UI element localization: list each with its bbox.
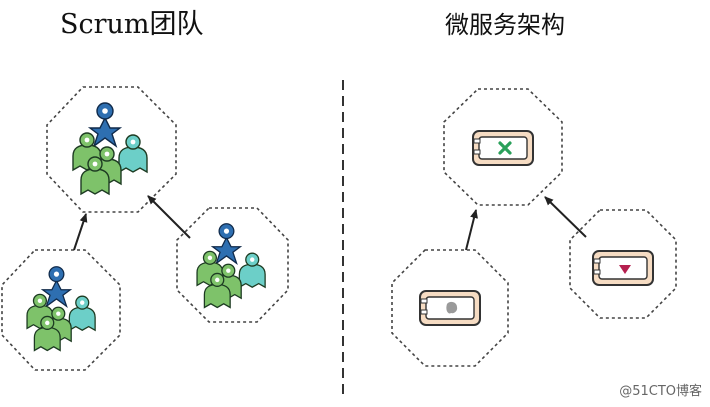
scrum-team-title: Scrum团队: [60, 9, 204, 40]
blue-person-icon: [210, 223, 243, 266]
watermark: @51CTO博客: [619, 384, 702, 399]
x-mark-icon: [498, 141, 512, 155]
teal-person-icon: [238, 252, 266, 289]
teal-person-icon: [118, 134, 148, 174]
arrow-bottom-left-to-top-team: [73, 213, 88, 251]
teal-person-icon: [68, 295, 96, 332]
arrow-bottom-left-to-top-service: [465, 209, 478, 251]
octagon-bottom-left-team: [1, 249, 121, 371]
green-person-icon: [80, 156, 110, 196]
arrow-bottom-right-to-top-service: [544, 196, 587, 238]
octagon-top-service: [443, 88, 563, 206]
service-component-bottom-right: [592, 250, 654, 286]
octagon-bottom-left-service: [391, 249, 509, 367]
green-person-icon: [203, 272, 231, 309]
octagon-bottom-right-service: [569, 209, 677, 319]
microservice-architecture-title: 微服务架构: [445, 11, 565, 39]
green-person-icon: [33, 315, 61, 352]
octagon-top-team: [46, 86, 177, 213]
heart-icon: [619, 265, 631, 274]
octagon-bottom-right-team: [176, 207, 289, 323]
team-group-bottom-left: [26, 266, 96, 352]
blue-person-icon: [87, 102, 123, 148]
blue-person-icon: [40, 266, 73, 309]
team-group-bottom-right: [196, 223, 266, 309]
blob-icon: [446, 301, 458, 314]
service-component-bottom-left: [419, 290, 481, 326]
team-group-top: [72, 102, 148, 196]
service-component-top: [472, 130, 534, 166]
arrow-bottom-right-to-top-team: [147, 195, 191, 239]
